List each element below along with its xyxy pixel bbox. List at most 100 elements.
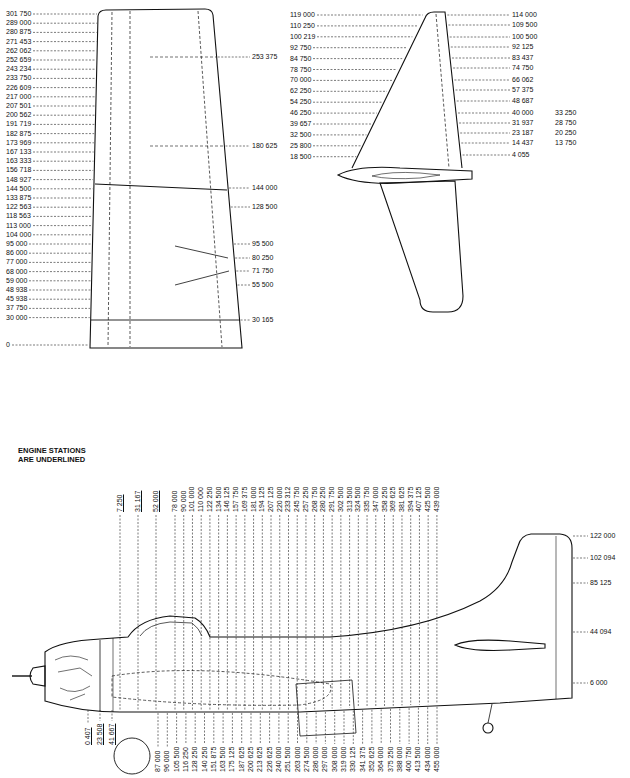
leader-line <box>185 713 186 744</box>
leader-line <box>33 216 92 217</box>
station-number: 54 250 <box>290 98 311 106</box>
station-number: 148 927 <box>6 176 31 184</box>
leader-line <box>428 515 429 704</box>
leader-line <box>349 515 350 708</box>
station-number: 14 437 <box>512 139 533 147</box>
station-number: 388 000 <box>396 747 404 772</box>
leader-line <box>236 271 250 272</box>
station-number: 268 750 <box>311 487 319 512</box>
leader-line <box>316 712 317 744</box>
station-number: 68 000 <box>6 268 27 276</box>
station-number: 347 000 <box>372 487 380 512</box>
station-number: 200 562 <box>6 111 31 119</box>
station-number: 57 375 <box>512 86 533 94</box>
propeller-shaft <box>12 675 32 676</box>
leader-line <box>313 91 387 92</box>
station-number: 90 000 <box>180 491 188 512</box>
leader-line <box>358 515 359 707</box>
station-number: 41 667 <box>108 724 116 745</box>
station-number: 116 250 <box>182 747 190 772</box>
station-number: 400 750 <box>405 747 413 772</box>
fin-outline <box>352 12 462 168</box>
station-number: 217 000 <box>6 93 31 101</box>
station-number: 37 750 <box>6 304 27 312</box>
station-number: 439 000 <box>433 487 441 512</box>
station-number: 180 625 <box>252 142 277 150</box>
stabilizer-planform <box>380 181 463 312</box>
wing-fold-line <box>95 184 227 190</box>
station-number: 194 125 <box>258 487 266 512</box>
stabilizer-side <box>455 640 545 650</box>
wing-spar <box>130 11 131 347</box>
leader-line <box>234 244 250 245</box>
station-number: 233 312 <box>284 487 292 512</box>
leader-line <box>33 161 93 162</box>
station-number: 200 625 <box>247 747 255 772</box>
leader-line <box>33 207 92 208</box>
leader-line <box>313 47 407 48</box>
leader-line <box>332 515 333 709</box>
leader-line <box>573 558 588 559</box>
station-number: 280 875 <box>6 28 31 36</box>
station-number: 74 750 <box>512 64 533 72</box>
wing-root-line <box>91 320 240 321</box>
leader-line <box>251 713 252 744</box>
leader-line <box>313 124 372 125</box>
station-number: 92 750 <box>290 44 311 52</box>
leader-line <box>218 57 250 58</box>
leader-line <box>353 711 354 744</box>
station-number: 313 500 <box>346 487 354 512</box>
wing-spar <box>198 11 222 347</box>
station-number: 48 938 <box>6 286 27 294</box>
station-number: 104 000 <box>6 231 31 239</box>
station-number: 169 375 <box>241 487 249 512</box>
station-number: 78 750 <box>290 66 311 74</box>
leader-line <box>437 707 438 744</box>
leader-line <box>399 709 400 744</box>
leader-line <box>452 58 510 59</box>
leader-line <box>278 713 279 744</box>
station-number: 6 000 <box>590 679 608 687</box>
leader-line <box>427 707 428 744</box>
leader-line <box>213 713 214 744</box>
leader-line <box>288 713 289 744</box>
station-number: 77 000 <box>6 258 27 266</box>
leader-line <box>313 113 377 114</box>
station-number: 369 625 <box>389 487 397 512</box>
leader-line <box>436 515 437 704</box>
station-number: 23 187 <box>512 129 533 137</box>
leader-line <box>271 515 272 710</box>
leader-line <box>33 142 94 143</box>
leader-line <box>33 152 94 153</box>
station-number: 413 500 <box>414 747 422 772</box>
leader-line <box>29 271 91 272</box>
station-number: 297 000 <box>321 747 329 772</box>
station-number: 181 000 <box>250 487 258 512</box>
wing-spar <box>108 12 112 347</box>
leader-line <box>297 515 298 710</box>
leader-line <box>29 244 91 245</box>
wing-station-line <box>150 146 224 147</box>
station-number: 13 750 <box>555 139 576 147</box>
leader-line <box>29 317 90 318</box>
station-number: 66 062 <box>512 76 533 84</box>
leader-line <box>313 69 397 70</box>
station-number: 20 250 <box>555 129 576 137</box>
station-number: 52 000 <box>152 491 160 512</box>
station-number: 301 750 <box>6 10 31 18</box>
station-number: 118 563 <box>6 212 31 220</box>
station-number: 207 501 <box>6 102 31 110</box>
station-number: 341 375 <box>359 747 367 772</box>
station-number: 319 000 <box>340 747 348 772</box>
leader-line <box>323 515 324 709</box>
leader-line <box>29 290 90 291</box>
leader-line <box>238 285 250 286</box>
cowl-line <box>100 640 101 711</box>
station-number: 33 250 <box>555 109 576 117</box>
station-number: 59 000 <box>6 277 27 285</box>
leader-line <box>112 710 113 721</box>
station-number: 31 167 <box>134 491 142 512</box>
station-number: 191 719 <box>6 120 31 128</box>
